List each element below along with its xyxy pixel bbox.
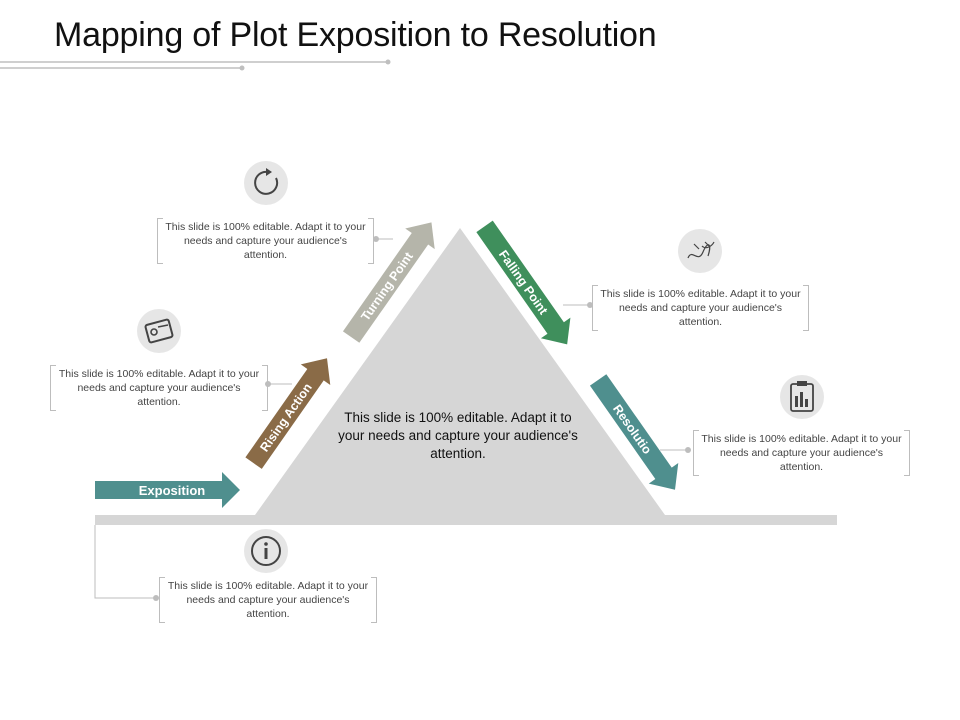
connector-dots bbox=[153, 236, 691, 601]
scribble-icon bbox=[678, 229, 722, 273]
refresh-circle-icon bbox=[244, 161, 288, 205]
page-title: Mapping of Plot Exposition to Resolution bbox=[54, 16, 657, 54]
title-underline bbox=[0, 59, 391, 71]
falling-point-description: This slide is 100% editable. Adapt it to… bbox=[592, 285, 809, 331]
exposition-label: Exposition bbox=[139, 483, 206, 498]
clipboard-chart-icon bbox=[780, 375, 824, 419]
resolution-description: This slide is 100% editable. Adapt it to… bbox=[693, 430, 910, 476]
center-description: This slide is 100% editable. Adapt it to… bbox=[338, 410, 578, 461]
exposition-arrow: Exposition bbox=[95, 472, 240, 508]
rising-action-description: This slide is 100% editable. Adapt it to… bbox=[50, 365, 268, 411]
info-icon bbox=[244, 529, 288, 573]
turning-point-description: This slide is 100% editable. Adapt it to… bbox=[157, 218, 374, 264]
plot-triangle bbox=[255, 228, 665, 515]
baseline bbox=[95, 515, 837, 525]
ticket-icon bbox=[137, 309, 181, 353]
exposition-description: This slide is 100% editable. Adapt it to… bbox=[159, 577, 377, 623]
